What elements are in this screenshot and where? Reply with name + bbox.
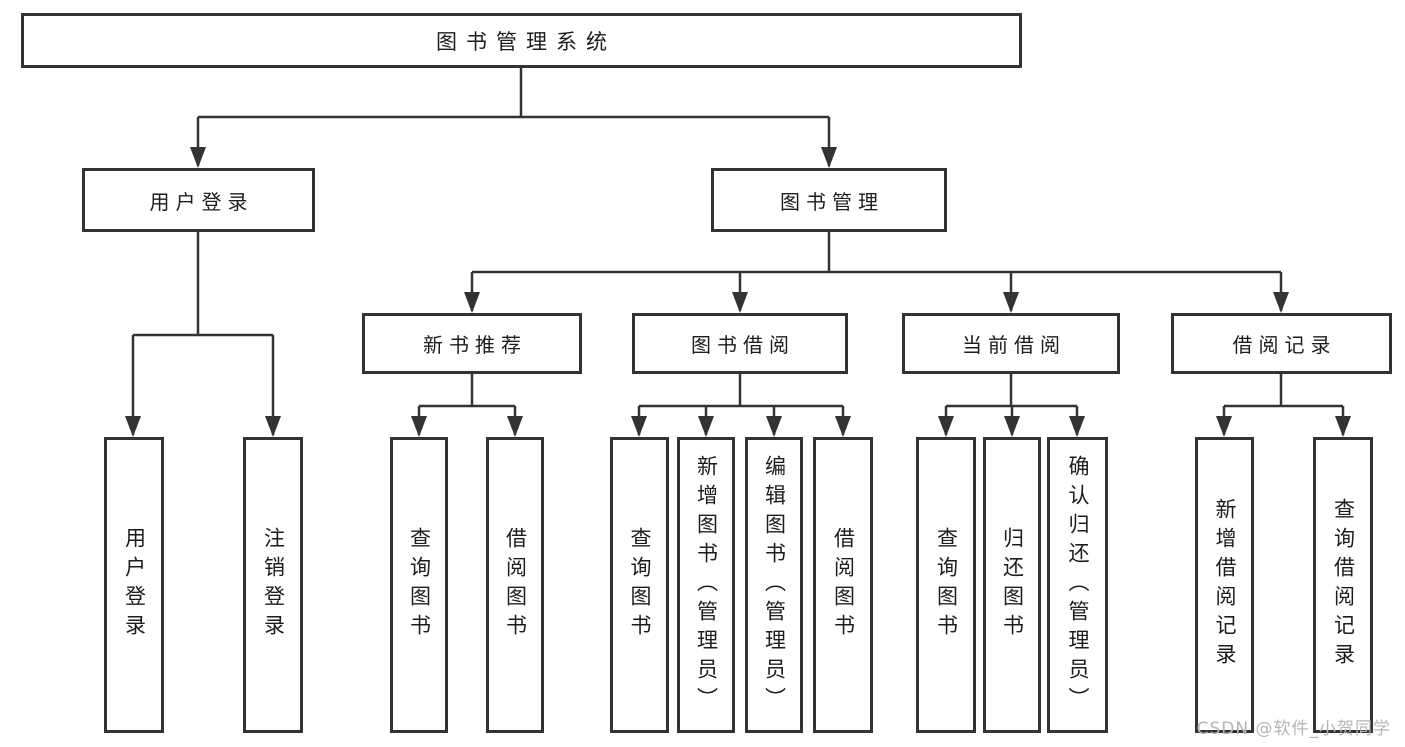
leaf-label: 注销登录	[261, 527, 286, 643]
leaf-label: 查询图书	[934, 527, 959, 643]
node-new-book-recommend: 新书推荐	[362, 313, 582, 374]
node-leaf-query-books-borrowing: 查询图书	[610, 437, 669, 733]
node-user-login-group: 用户登录	[82, 168, 315, 232]
node-leaf-add-borrow-record: 新增借阅记录	[1195, 437, 1254, 733]
node-leaf-query-borrow-record: 查询借阅记录	[1313, 437, 1373, 733]
node-book-management: 图书管理	[711, 168, 947, 232]
leaf-label: 新增图书（管理员）	[694, 454, 719, 716]
node-book-borrowing: 图书借阅	[632, 313, 848, 374]
node-leaf-edit-book-admin: 编辑图书（管理员）	[745, 437, 803, 733]
node-leaf-borrow-books: 借阅图书	[813, 437, 873, 733]
node-leaf-query-books-recommend: 查询图书	[390, 437, 448, 733]
node-borrowing-records: 借阅记录	[1171, 313, 1392, 374]
node-current-borrowing: 当前借阅	[902, 313, 1120, 374]
node-leaf-borrow-books-recommend: 借阅图书	[486, 437, 544, 733]
node-leaf-logout: 注销登录	[243, 437, 303, 733]
leaf-label: 归还图书	[1000, 527, 1025, 643]
leaf-label: 查询图书	[628, 527, 652, 643]
leaf-label: 新增借阅记录	[1213, 498, 1237, 672]
leaf-label: 确认归还（管理员）	[1066, 454, 1090, 716]
leaf-label: 查询图书	[407, 527, 432, 643]
leaf-label: 用户登录	[122, 527, 147, 643]
csdn-watermark: CSDN @软件_小贺同学	[1196, 719, 1391, 739]
node-leaf-confirm-return-admin: 确认归还（管理员）	[1047, 437, 1108, 733]
leaf-label: 借阅图书	[503, 527, 528, 643]
node-leaf-user-login: 用户登录	[104, 437, 164, 733]
node-leaf-add-book-admin: 新增图书（管理员）	[677, 437, 735, 733]
leaf-label: 编辑图书（管理员）	[762, 454, 787, 716]
node-leaf-query-books-current: 查询图书	[916, 437, 976, 733]
leaf-label: 查询借阅记录	[1331, 498, 1356, 672]
node-library-system: 图书管理系统	[21, 13, 1022, 68]
leaf-label: 借阅图书	[831, 527, 856, 643]
node-leaf-return-book: 归还图书	[983, 437, 1041, 733]
